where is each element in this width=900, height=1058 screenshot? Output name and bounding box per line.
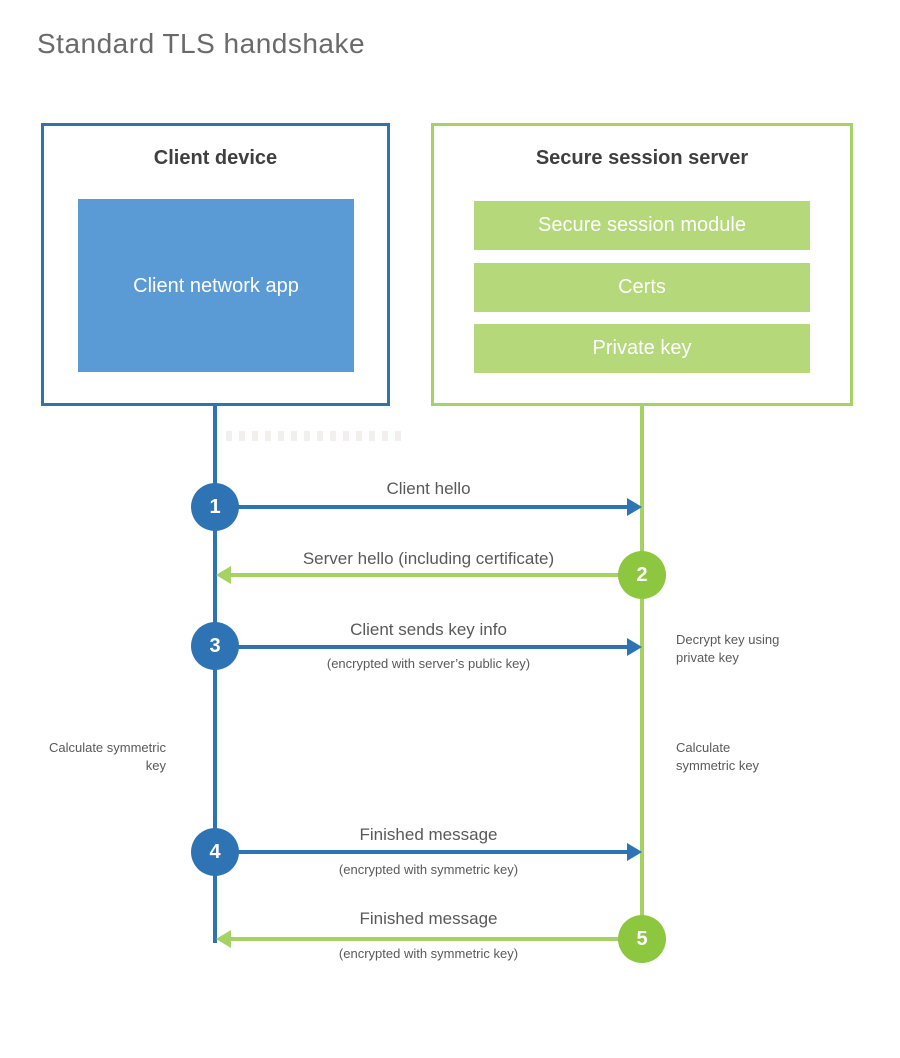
step5-label: Finished message — [359, 909, 498, 928]
server-calculate-symmetric-key-note: Calculate symmetric key — [676, 740, 760, 773]
step3-arrow-line — [215, 645, 628, 649]
client-lifeline — [213, 405, 217, 943]
step3-arrowhead-right-icon — [627, 638, 642, 656]
step2-circle: 2 — [618, 551, 666, 599]
step4-sublabel: (encrypted with symmetric key) — [338, 862, 519, 877]
step2-label: Server hello (including certificate) — [302, 549, 555, 568]
step3-sublabel: (encrypted with server’s public key) — [326, 656, 531, 671]
faint-dash-artifact — [226, 431, 406, 441]
step5-arrowhead-left-icon — [216, 930, 231, 948]
step1-label: Client hello — [386, 479, 471, 498]
server-module-certs: Certs — [474, 263, 810, 312]
step1-circle: 1 — [191, 483, 239, 531]
step5-sublabel: (encrypted with symmetric key) — [338, 946, 519, 961]
step4-label: Finished message — [359, 825, 498, 844]
step1-arrowhead-right-icon — [627, 498, 642, 516]
step3-circle: 3 — [191, 622, 239, 670]
client-calculate-symmetric-key-note: Calculate symmetric key — [48, 740, 166, 773]
client-box-title: Client device — [153, 147, 278, 169]
page-title: Standard TLS handshake — [37, 28, 366, 59]
step4-circle: 4 — [191, 828, 239, 876]
server-box-title: Secure session server — [535, 147, 749, 169]
decrypt-key-note: Decrypt key using private key — [676, 632, 780, 665]
server-module-private-key: Private key — [474, 324, 810, 373]
step1-arrow-line — [215, 505, 628, 509]
step3-label: Client sends key info — [350, 620, 507, 639]
step5-circle: 5 — [618, 915, 666, 963]
step5-arrow-line — [231, 937, 642, 941]
server-module-secure-session-module: Secure session module — [474, 201, 810, 250]
client-network-app-label: Client network app — [133, 274, 299, 297]
step4-arrow-line — [215, 850, 628, 854]
server-lifeline — [640, 405, 644, 943]
step2-arrow-line — [231, 573, 642, 577]
step4-arrowhead-right-icon — [627, 843, 642, 861]
client-network-app-block: Client network app — [78, 199, 354, 372]
step2-arrowhead-left-icon — [216, 566, 231, 584]
